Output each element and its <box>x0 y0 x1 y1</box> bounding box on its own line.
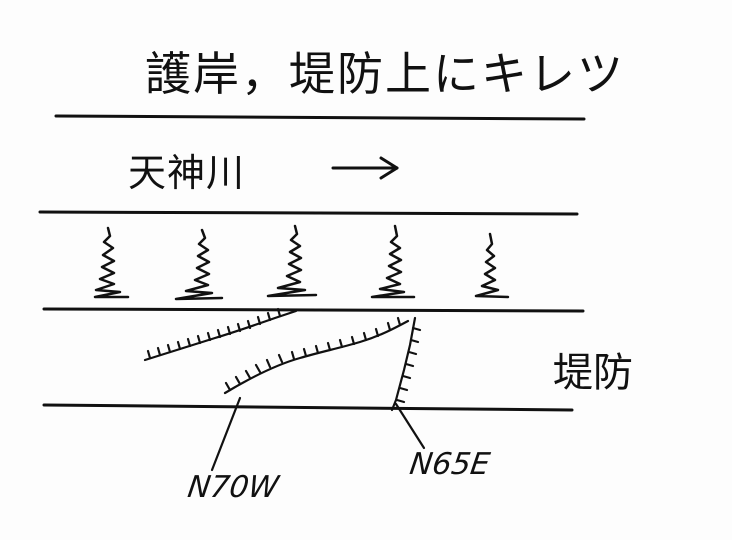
leader-line-n70w <box>210 396 242 472</box>
top-rule-line <box>54 114 586 121</box>
crack-n65e <box>390 316 422 412</box>
flow-arrow-icon <box>331 156 399 180</box>
crack-upper-left <box>143 307 298 362</box>
revetment-mark <box>93 226 130 299</box>
revetment-mark <box>174 228 224 301</box>
levee-top-line <box>42 307 585 313</box>
revetment-mark <box>474 232 510 299</box>
leader-line-n65e <box>394 402 426 450</box>
crack-n70w <box>223 316 410 395</box>
levee-bottom-line <box>42 403 574 412</box>
river-label: 天神川 <box>128 151 246 195</box>
revetment-mark <box>370 224 416 299</box>
levee-label: 堤防 <box>553 350 633 396</box>
crack-label-n65e: N65E <box>407 447 493 482</box>
diagram-title: 護岸，堤防上にキレツ <box>145 47 625 101</box>
crack-label-n70w: N70W <box>185 470 281 505</box>
river-bank-line <box>38 210 579 216</box>
revetment-mark <box>266 224 318 298</box>
